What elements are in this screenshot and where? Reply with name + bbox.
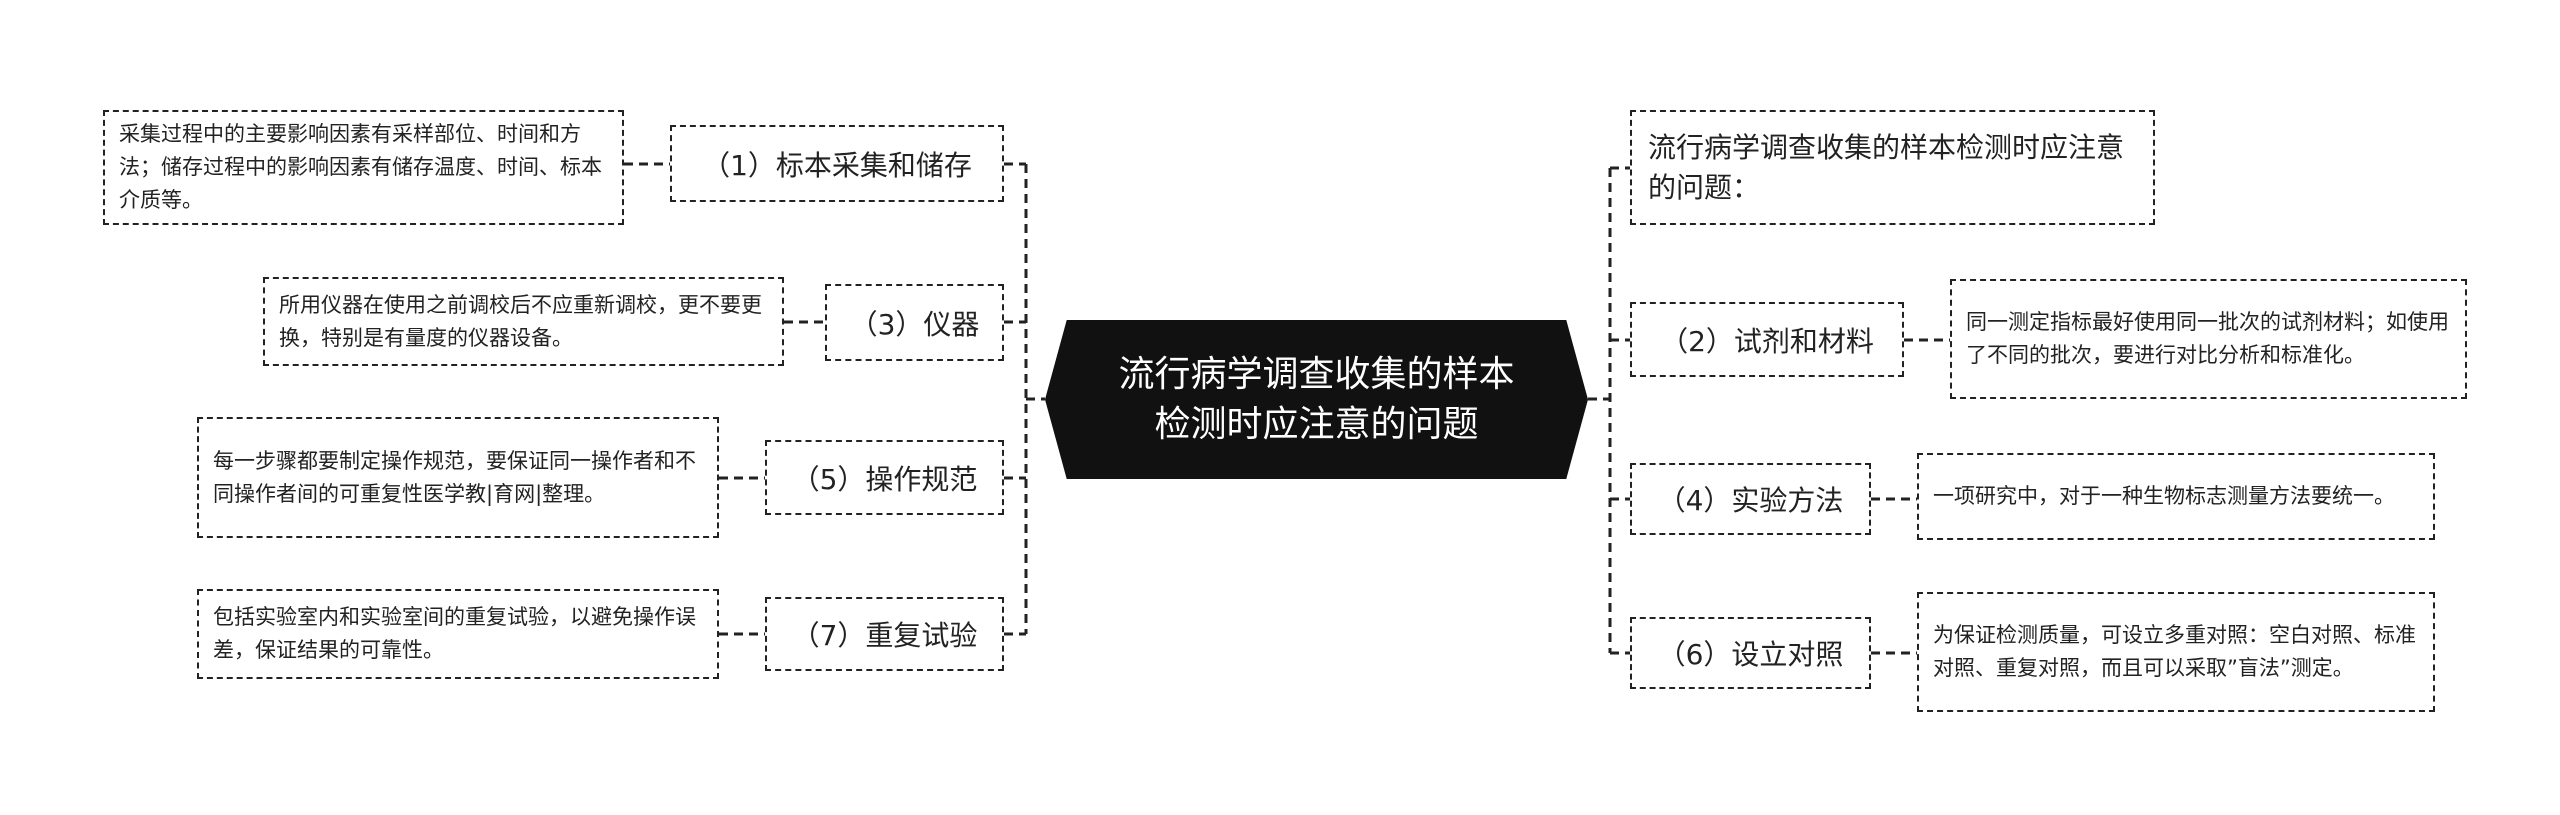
node-instruments[interactable]: （3）仪器 (825, 284, 1004, 361)
detail-reagents[interactable]: 同一测定指标最好使用同一批次的试剂材料；如使用了不同的批次，要进行对比分析和标准… (1950, 279, 2467, 399)
node-controls[interactable]: （6）设立对照 (1630, 617, 1871, 689)
central-topic-line1: 流行病学调查收集的样本 (1118, 353, 1515, 395)
detail-operation-standards[interactable]: 每一步骤都要制定操作规范，要保证同一操作者和不同操作者间的可重复性医学教|育网|… (197, 417, 719, 538)
detail-instruments[interactable]: 所用仪器在使用之前调校后不应重新调校，更不要更换，特别是有量度的仪器设备。 (263, 277, 784, 366)
node-operation-standards[interactable]: （5）操作规范 (765, 440, 1004, 515)
node-reagents[interactable]: （2）试剂和材料 (1630, 302, 1904, 377)
node-sample-collection[interactable]: （1）标本采集和储存 (670, 125, 1004, 202)
left-detail-links (624, 162, 825, 636)
right-detail-links (1871, 338, 1950, 655)
right-title-node[interactable]: 流行病学调查收集的样本检测时应注意的问题： (1630, 110, 2155, 225)
central-topic[interactable]: 流行病学调查收集的样本检测时应注意的问题 (1045, 320, 1588, 479)
node-repeat-tests[interactable]: （7）重复试验 (765, 597, 1004, 671)
node-methods[interactable]: （4）实验方法 (1630, 463, 1871, 535)
detail-methods[interactable]: 一项研究中，对于一种生物标志测量方法要统一。 (1917, 453, 2435, 540)
detail-controls[interactable]: 为保证检测质量，可设立多重对照：空白对照、标准对照、重复对照，而且可以采取”盲法… (1917, 592, 2435, 712)
left-trunk (1004, 162, 1045, 636)
right-trunk (1588, 166, 1630, 655)
central-topic-line2: 检测时应注意的问题 (1154, 403, 1479, 445)
detail-sample-collection[interactable]: 采集过程中的主要影响因素有采样部位、时间和方法；储存过程中的影响因素有储存温度、… (103, 110, 624, 225)
detail-repeat-tests[interactable]: 包括实验室内和实验室间的重复试验，以避免操作误差，保证结果的可靠性。 (197, 589, 719, 679)
